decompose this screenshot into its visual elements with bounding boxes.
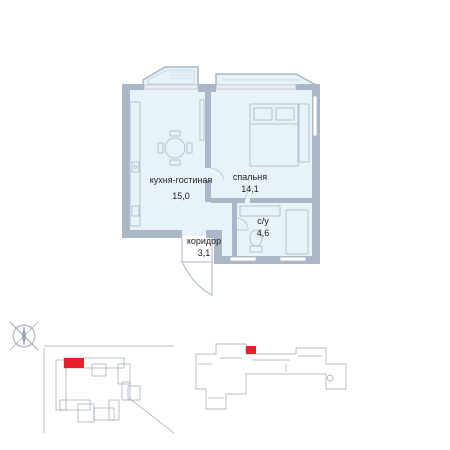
room-area: 3,1 (197, 248, 211, 258)
bed (249, 103, 310, 167)
room-label-corridor: коридор 3,1 (176, 236, 232, 259)
outer-walls (122, 84, 320, 264)
site-plan (43, 345, 175, 434)
balcony (142, 66, 199, 87)
dining-table (157, 130, 193, 166)
kitchen-partition (199, 99, 205, 141)
kitchen-counter (129, 101, 141, 227)
interior-walls (205, 90, 316, 257)
bathroom-fixtures (237, 205, 309, 255)
room-label-bedroom: спальня 14,1 (225, 172, 275, 195)
room-label-kitchen-living: кухня-гостиная 15,0 (143, 175, 219, 202)
entrance-door (181, 238, 213, 296)
selected-building-highlight (64, 358, 84, 368)
apartment-floor (124, 86, 318, 262)
room-area: 14,1 (241, 184, 259, 194)
room-name: с/у (257, 216, 269, 226)
room-label-bathroom: с/у 4,6 (248, 216, 278, 239)
room-area: 4,6 (256, 228, 270, 238)
floor-key-plan (195, 343, 347, 410)
selected-apartment-highlight (246, 346, 256, 354)
room-name: коридор (186, 236, 222, 246)
room-area: 15,0 (172, 191, 190, 201)
room-name: кухня-гостиная (149, 175, 213, 185)
compass-icon (9, 321, 39, 351)
interior-doors (210, 167, 253, 231)
windows (143, 84, 318, 262)
room-name: спальня (232, 172, 268, 182)
